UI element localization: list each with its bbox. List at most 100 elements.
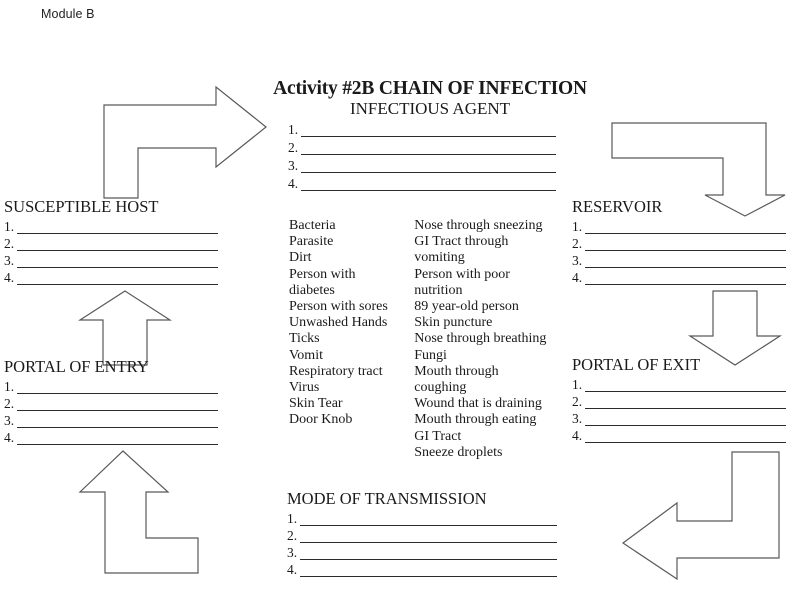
blank-number: 1.: [288, 121, 299, 137]
portal-of-exit-label: PORTAL OF EXIT: [572, 355, 701, 374]
portal-of-entry-blanks: 1. 2. 3. 4.: [4, 377, 218, 446]
word-bank-column-2: Nose through sneezing GI Tract through v…: [414, 218, 561, 461]
blank-row[interactable]: 4.: [4, 268, 218, 286]
blank-number: 4.: [287, 561, 298, 577]
word-bank-item: Door Knob: [289, 412, 353, 428]
blank-line[interactable]: [585, 237, 786, 252]
word-bank-item: Person with: [289, 266, 356, 282]
blank-line[interactable]: [300, 529, 557, 544]
mode-of-transmission-blanks: 1. 2. 3. 4.: [287, 509, 557, 578]
blank-number: 1.: [4, 378, 15, 394]
blank-line[interactable]: [17, 431, 218, 446]
reservoir-label: RESERVOIR: [572, 197, 663, 216]
blank-line[interactable]: [585, 220, 786, 235]
blank-row[interactable]: 1.: [4, 217, 218, 235]
blank-number: 4.: [4, 429, 15, 445]
blank-number: 1.: [4, 218, 15, 234]
blank-line[interactable]: [301, 123, 556, 137]
blank-row[interactable]: 1.: [287, 509, 557, 527]
blank-line[interactable]: [300, 563, 557, 578]
blank-row[interactable]: 4.: [572, 268, 786, 286]
arrow-exit-to-mode-icon: [621, 451, 780, 581]
blank-row[interactable]: 4.: [287, 560, 557, 578]
blank-row[interactable]: 4.: [288, 173, 556, 191]
blank-row[interactable]: 3.: [572, 409, 786, 427]
portal-of-entry-label: PORTAL OF ENTRY: [4, 357, 149, 376]
blank-row[interactable]: 3.: [287, 543, 557, 561]
blank-line[interactable]: [17, 237, 218, 252]
blank-number: 1.: [287, 510, 298, 526]
word-bank-item: Dirt: [289, 250, 312, 266]
blank-line[interactable]: [301, 159, 556, 173]
word-bank-item: Respiratory tract: [289, 363, 383, 379]
word-bank-item: Mouth through: [414, 363, 499, 379]
arrow-reservoir-to-exit-icon: [687, 290, 783, 366]
blank-row[interactable]: 2.: [4, 234, 218, 252]
blank-line[interactable]: [585, 429, 786, 444]
blank-row[interactable]: 1.: [572, 217, 786, 235]
word-bank-item: Person with poor: [414, 266, 510, 282]
portal-of-entry-block: PORTAL OF ENTRY 1. 2. 3. 4.: [4, 357, 218, 446]
blank-row[interactable]: 4.: [4, 428, 218, 446]
arrow-host-to-agent-icon: [103, 85, 267, 199]
blank-row[interactable]: 2.: [572, 392, 786, 410]
blank-line[interactable]: [301, 141, 556, 155]
word-bank-item: Skin puncture: [414, 315, 493, 331]
blank-line[interactable]: [300, 512, 557, 527]
blank-line[interactable]: [17, 254, 218, 269]
blank-row[interactable]: 2.: [288, 137, 556, 155]
word-bank-item: Nose through breathing: [414, 331, 547, 347]
blank-line[interactable]: [585, 271, 786, 286]
word-bank-item: coughing: [414, 380, 467, 396]
blank-number: 2.: [288, 139, 299, 155]
blank-line[interactable]: [17, 271, 218, 286]
arrow-entry-to-host-icon: [77, 290, 173, 366]
reservoir-block: RESERVOIR 1. 2. 3. 4.: [572, 197, 786, 286]
word-bank-item: GI Tract: [414, 428, 462, 444]
susceptible-host-blanks: 1. 2. 3. 4.: [4, 217, 218, 286]
blank-number: 4.: [4, 269, 15, 285]
blank-number: 3.: [4, 412, 15, 428]
blank-line[interactable]: [17, 397, 218, 412]
blank-row[interactable]: 4.: [572, 426, 786, 444]
blank-line[interactable]: [17, 220, 218, 235]
blank-row[interactable]: 3.: [572, 251, 786, 269]
word-bank-item: Unwashed Hands: [289, 315, 388, 331]
blank-line[interactable]: [585, 378, 786, 393]
susceptible-host-block: SUSCEPTIBLE HOST 1. 2. 3. 4.: [4, 198, 218, 286]
reservoir-blanks: 1. 2. 3. 4.: [572, 217, 786, 286]
blank-number: 2.: [572, 235, 583, 251]
blank-row[interactable]: 3.: [288, 155, 556, 173]
blank-row[interactable]: 2.: [4, 394, 218, 412]
blank-line[interactable]: [17, 380, 218, 395]
blank-number: 3.: [4, 252, 15, 268]
blank-line[interactable]: [17, 414, 218, 429]
blank-row[interactable]: 1.: [4, 377, 218, 395]
blank-line[interactable]: [585, 254, 786, 269]
blank-row[interactable]: 2.: [572, 234, 786, 252]
arrow-agent-to-reservoir-icon: [611, 122, 786, 217]
blank-row[interactable]: 1.: [288, 119, 556, 137]
blank-row[interactable]: 3.: [4, 251, 218, 269]
blank-line[interactable]: [585, 412, 786, 427]
infectious-agent-block: 1. 2. 3. 4.: [288, 117, 556, 191]
blank-line[interactable]: [301, 177, 556, 191]
module-tag: Module B: [41, 7, 95, 21]
mode-of-transmission-block: MODE OF TRANSMISSION 1. 2. 3. 4.: [287, 489, 557, 578]
word-bank-item: 89 year-old person: [414, 299, 519, 315]
blank-row[interactable]: 3.: [4, 411, 218, 429]
word-bank-item: Person with sores: [289, 299, 388, 315]
blank-line[interactable]: [300, 546, 557, 561]
mode-of-transmission-label: MODE OF TRANSMISSION: [287, 489, 487, 508]
blank-number: 1.: [572, 376, 583, 392]
word-bank-column-1: Bacteria Parasite Dirt Person with diabe…: [289, 218, 414, 461]
word-bank-item: Ticks: [289, 331, 320, 347]
blank-row[interactable]: 2.: [287, 526, 557, 544]
blank-line[interactable]: [585, 395, 786, 410]
word-bank-item: Wound that is draining: [414, 396, 542, 412]
blank-number: 3.: [572, 252, 583, 268]
blank-row[interactable]: 1.: [572, 375, 786, 393]
blank-number: 3.: [572, 410, 583, 426]
word-bank-item: Vomit: [289, 347, 323, 363]
portal-of-exit-blanks: 1. 2. 3. 4.: [572, 375, 786, 444]
